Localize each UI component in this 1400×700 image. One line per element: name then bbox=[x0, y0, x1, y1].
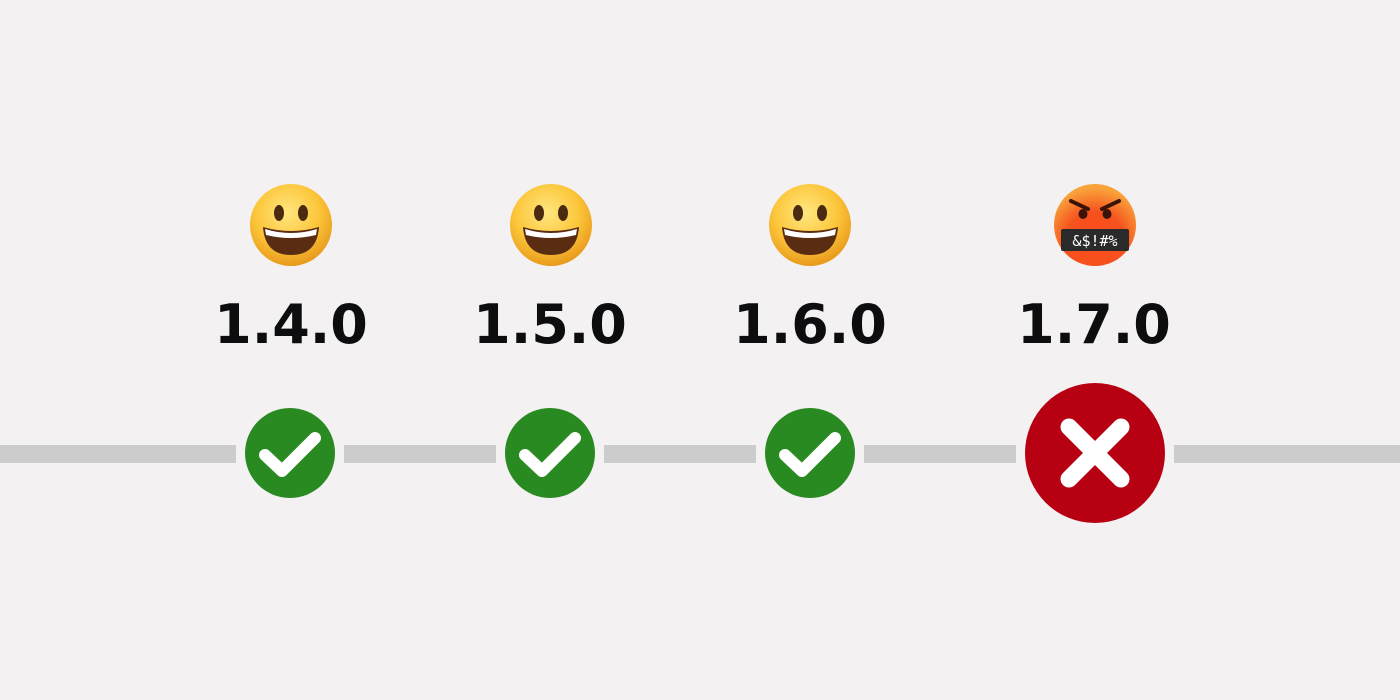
check-icon bbox=[765, 408, 855, 498]
grinning-face-icon bbox=[250, 184, 332, 266]
close-icon bbox=[1025, 383, 1165, 523]
check-icon bbox=[505, 408, 595, 498]
version-label: 1.5.0 bbox=[473, 293, 627, 356]
timeline-line-segment bbox=[604, 445, 756, 463]
grinning-face-icon bbox=[510, 184, 592, 266]
check-icon bbox=[245, 408, 335, 498]
timeline-line-segment bbox=[864, 445, 1016, 463]
version-label: 1.6.0 bbox=[733, 293, 887, 356]
grinning-face-icon bbox=[769, 184, 851, 266]
face-with-symbols-on-mouth-icon: &$!#% bbox=[1054, 184, 1136, 266]
version-label: 1.7.0 bbox=[1017, 293, 1171, 356]
timeline-line-segment bbox=[344, 445, 496, 463]
censored-symbols: &$!#% bbox=[1072, 232, 1117, 250]
timeline-line-segment bbox=[0, 445, 236, 463]
timeline-line-segment bbox=[1174, 445, 1400, 463]
version-label: 1.4.0 bbox=[214, 293, 368, 356]
